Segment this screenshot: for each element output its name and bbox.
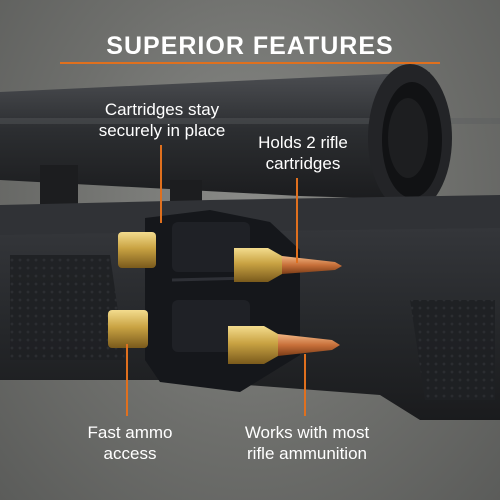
stock-grip-texture-right	[410, 300, 495, 400]
callout-holds-leader	[296, 178, 298, 263]
cartridge-front-bottom	[228, 326, 340, 364]
callout-fast: Fast ammo access	[87, 423, 173, 463]
cartridge-base-top	[118, 232, 156, 268]
callout-secure-leader	[160, 145, 162, 223]
callout-fast-leader	[126, 344, 128, 416]
scope	[0, 64, 500, 212]
page-title: SUPERIOR FEATURES	[106, 32, 394, 60]
callout-secure: Cartridges stay securely in place	[98, 100, 226, 140]
stock-grip-texture-left	[10, 255, 125, 360]
title-underline	[60, 62, 440, 64]
callout-holds: Holds 2 rifle cartridges	[258, 133, 348, 173]
callout-works-leader	[304, 354, 306, 416]
cartridge-base-bottom	[108, 310, 148, 348]
callout-works: Works with most rifle ammunition	[244, 423, 370, 463]
ammo-sleeve	[145, 210, 300, 392]
